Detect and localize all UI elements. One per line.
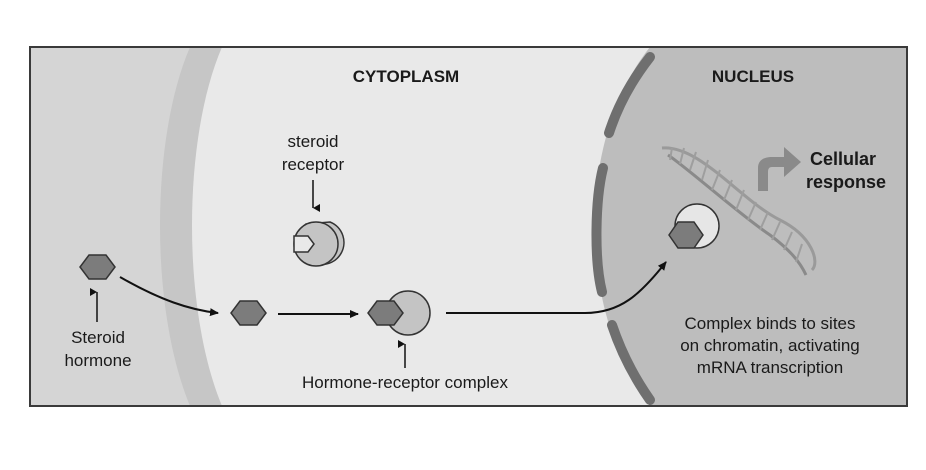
hormone-label-line1: Steroid: [71, 328, 125, 347]
receptor-label-line1: steroid: [287, 132, 338, 151]
hormone-label-line2: hormone: [64, 351, 131, 370]
response-label-line1: Cellular: [810, 149, 876, 169]
binding-label-line2: on chromatin, activating: [680, 336, 860, 355]
complex-label: Hormone-receptor complex: [302, 373, 508, 392]
response-label-line2: response: [806, 172, 886, 192]
binding-label-line1: Complex binds to sites: [684, 314, 855, 333]
cytoplasm-title: CYTOPLASM: [353, 67, 459, 86]
binding-label-line3: mRNA transcription: [697, 358, 843, 377]
nucleus-title: NUCLEUS: [712, 67, 794, 86]
receptor-label-line2: receptor: [282, 155, 345, 174]
